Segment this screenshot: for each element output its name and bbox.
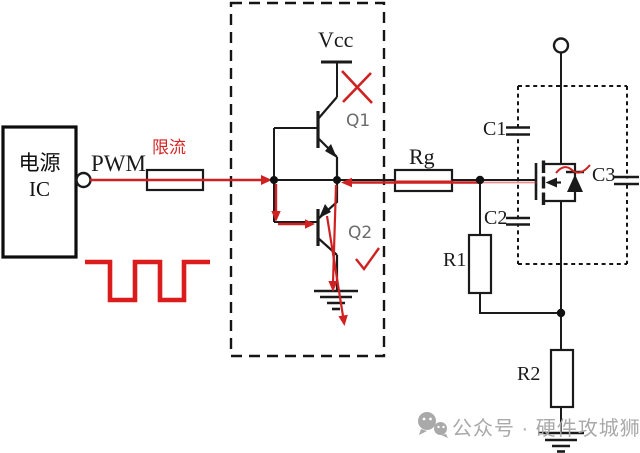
junction-dots — [270, 175, 566, 318]
pwm-square-wave — [85, 259, 210, 303]
mosfet-parasitics-dashed-box — [517, 85, 628, 265]
capacitor-gap-masks — [504, 129, 640, 224]
red-arrowheads — [261, 175, 352, 326]
ground-symbol-pushpull — [314, 289, 358, 311]
vcc-label: Vcc — [318, 27, 354, 52]
q1-disabled-x-mark — [341, 70, 373, 104]
power-ic-label: 电源 IC — [3, 150, 76, 202]
c1-capacitor — [506, 126, 530, 136]
pwm-label: PWM — [91, 151, 146, 176]
c2-capacitor — [506, 216, 530, 226]
power-ic-label-line2: IC — [29, 177, 50, 201]
power-ic-label-line1: 电源 — [18, 151, 61, 175]
r2-label: R2 — [517, 363, 541, 385]
q1-npn-transistor — [316, 96, 339, 180]
c2-label: C2 — [484, 207, 508, 229]
wires — [76, 52, 562, 433]
ground-symbol-source — [538, 431, 584, 453]
drain-terminal — [552, 37, 570, 54]
diode-red-squiggle — [555, 164, 591, 174]
vcc-rail — [321, 60, 352, 97]
q2-emitter-arrow — [319, 204, 331, 218]
q2-active-check-mark — [355, 247, 380, 271]
mosfet-symbol — [534, 160, 561, 205]
c3-capacitor — [614, 175, 639, 186]
current-limit-label: 限流 — [152, 138, 186, 157]
pwm-output-terminal — [75, 171, 92, 189]
r1-label: R1 — [443, 249, 467, 271]
rg-label: Rg — [409, 144, 435, 169]
watermark-text: 公众号 · 硬件攻城狮 — [452, 418, 640, 440]
mosfet-channel-arrow — [545, 177, 557, 188]
power-ic-box — [1, 125, 78, 259]
c3-label: C3 — [592, 164, 616, 186]
c1-label: C1 — [483, 118, 507, 140]
red-current-paths — [90, 178, 537, 317]
q1-label: Q1 — [346, 111, 371, 131]
q1-emitter-arrow — [325, 144, 337, 158]
q2-label: Q2 — [348, 223, 373, 243]
r1-resistor — [467, 233, 493, 295]
diode-triangle — [567, 174, 583, 192]
r2-resistor — [549, 348, 575, 409]
wechat-icon — [418, 412, 448, 438]
